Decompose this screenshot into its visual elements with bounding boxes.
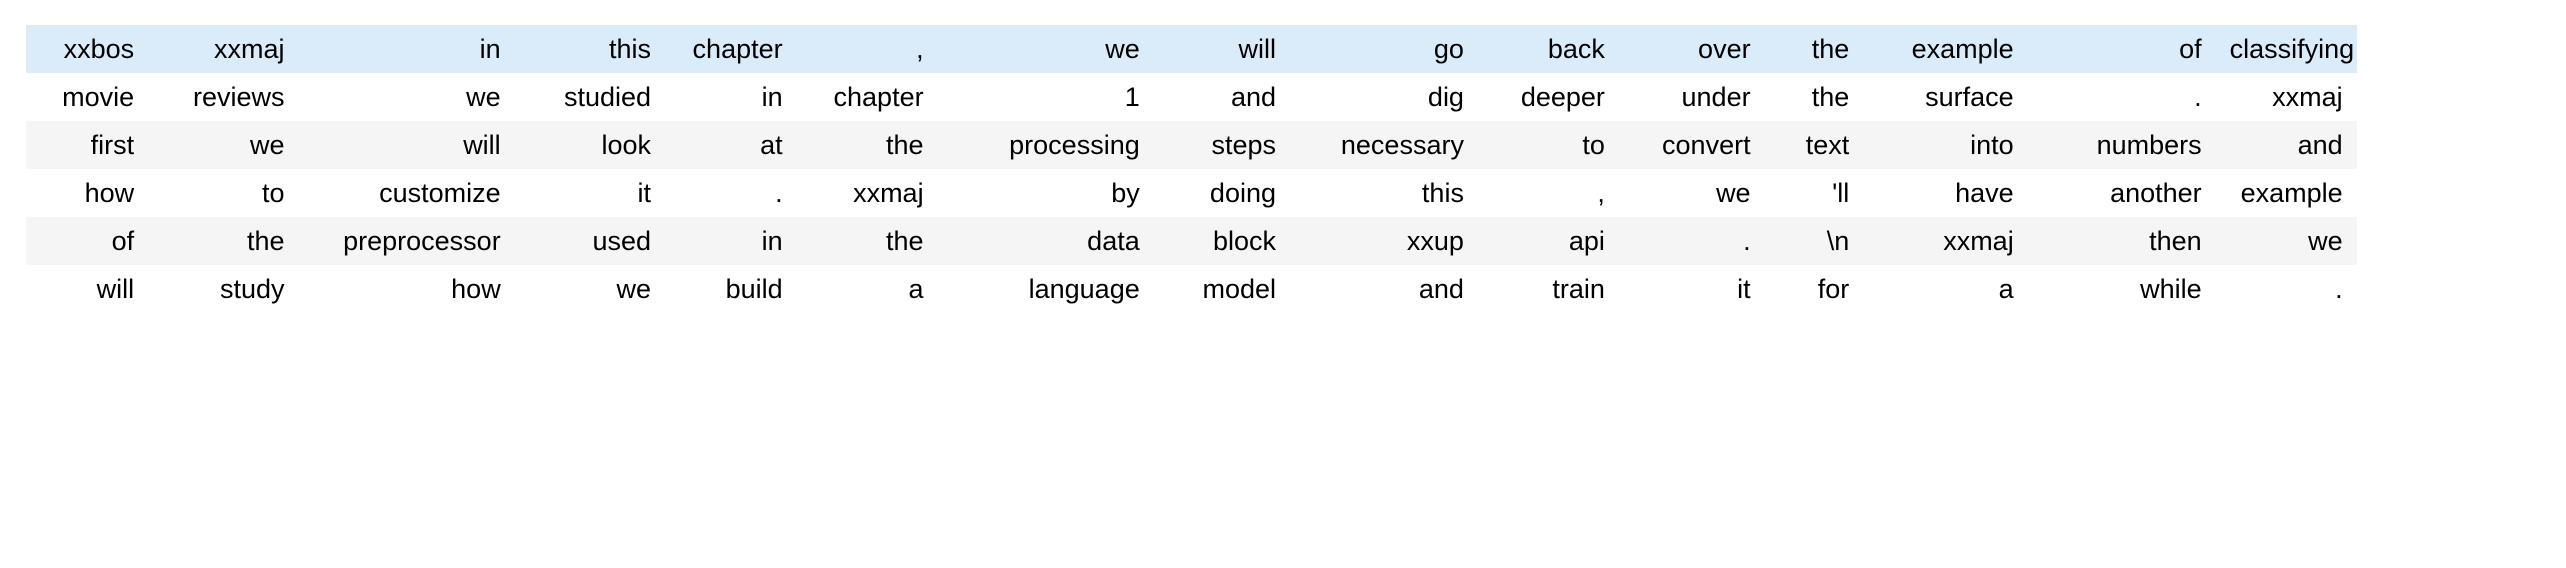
token-cell: it [514,169,666,217]
token-cell: xxmaj [796,169,938,217]
token-cell: the [148,217,299,265]
token-cell: convert [1618,121,1765,169]
token-cell: used [514,217,666,265]
token-cell: how [298,265,515,313]
token-cell: deeper [1477,73,1619,121]
token-cell: we [298,73,515,121]
token-cell: numbers [2027,121,2216,169]
token-cell: the [796,217,938,265]
token-cell: we [2215,217,2357,265]
token-cell: steps [1153,121,1290,169]
token-cell: example [2215,169,2357,217]
token-cell: at [665,121,797,169]
token-cell: this [1290,169,1478,217]
token-cell: first [26,121,149,169]
token-cell: the [796,121,938,169]
token-cell: and [1153,73,1290,121]
token-cell: . [2215,265,2357,313]
token-cell: data [937,217,1154,265]
token-cell: 1 [937,73,1154,121]
token-cell: another [2027,169,2216,217]
token-cell: . [2027,73,2216,121]
token-cell: over [1618,25,1765,73]
token-cell: we [148,121,299,169]
token-cell: movie [26,73,149,121]
token-cell: , [1477,169,1619,217]
token-cell: will [26,265,149,313]
token-cell: study [148,265,299,313]
token-cell: xxmaj [2215,73,2357,121]
token-cell: language [937,265,1154,313]
token-cell: \n [1764,217,1864,265]
token-cell: classifying [2215,25,2357,73]
token-cell: look [514,121,666,169]
token-cell: in [298,25,515,73]
token-cell: we [514,265,666,313]
token-cell: into [1863,121,2028,169]
token-cell: example [1863,25,2028,73]
token-cell: . [1618,217,1765,265]
token-cell: in [665,217,797,265]
token-cell: to [1477,121,1619,169]
token-cell: processing [937,121,1154,169]
token-cell: text [1764,121,1864,169]
token-cell: we [1618,169,1765,217]
token-cell: dig [1290,73,1478,121]
token-cell: reviews [148,73,299,121]
token-cell: it [1618,265,1765,313]
token-cell: xxbos [26,25,149,73]
token-cell: chapter [665,25,797,73]
token-cell: and [2215,121,2357,169]
token-cell: have [1863,169,2028,217]
token-cell: train [1477,265,1619,313]
token-cell: customize [298,169,515,217]
token-cell: api [1477,217,1619,265]
token-cell: 'll [1764,169,1864,217]
token-cell: we [937,25,1154,73]
token-cell: will [1153,25,1290,73]
token-cell: while [2027,265,2216,313]
token-cell: doing [1153,169,1290,217]
token-cell: chapter [796,73,938,121]
token-cell: for [1764,265,1864,313]
token-cell: to [148,169,299,217]
token-cell: the [1764,25,1864,73]
token-cell: in [665,73,797,121]
token-cell: a [796,265,938,313]
token-cell: preprocessor [298,217,515,265]
token-cell: model [1153,265,1290,313]
token-cell: will [298,121,515,169]
token-cell: . [665,169,797,217]
token-cell: a [1863,265,2028,313]
token-cell: go [1290,25,1478,73]
token-cell: block [1153,217,1290,265]
token-cell: and [1290,265,1478,313]
token-cell: how [26,169,149,217]
token-cell: this [514,25,666,73]
token-cell: of [26,217,149,265]
token-cell: studied [514,73,666,121]
token-cell: xxmaj [1863,217,2028,265]
token-cell: , [796,25,938,73]
token-cell: xxup [1290,217,1478,265]
token-cell: back [1477,25,1619,73]
token-cell: necessary [1290,121,1478,169]
token-cell: build [665,265,797,313]
token-cell: xxmaj [148,25,299,73]
token-cell: surface [1863,73,2028,121]
token-cell: then [2027,217,2216,265]
token-cell: the [1764,73,1864,121]
token-cell: by [937,169,1154,217]
token-cell: under [1618,73,1765,121]
token-cell: of [2027,25,2216,73]
